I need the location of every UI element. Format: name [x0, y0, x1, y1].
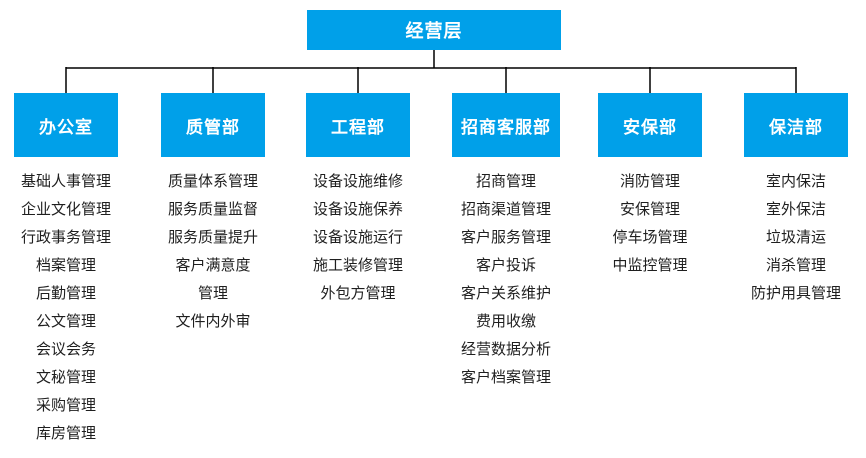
org-node-cleaning: 保洁部 [744, 93, 848, 157]
duty-item: 行政事务管理 [20, 229, 111, 246]
org-node-engineering-label: 工程部 [331, 117, 385, 137]
duty-item: 客户投诉 [475, 257, 536, 274]
duty-item: 会议会务 [35, 341, 96, 358]
duty-item: 费用收缴 [475, 313, 536, 330]
duty-item: 文秘管理 [35, 369, 96, 386]
duty-item: 管理 [197, 285, 228, 302]
duty-item: 室内保洁 [765, 173, 826, 190]
duty-list-engineering: 设备设施维修设备设施保养设备设施运行施工装修管理外包方管理 [283, 168, 433, 308]
org-node-security: 安保部 [598, 93, 702, 157]
duty-item: 安保管理 [619, 201, 680, 218]
duty-item: 企业文化管理 [20, 201, 111, 218]
duty-item: 客户档案管理 [460, 369, 551, 386]
dept-column-engineering: 工程部 设备设施维修设备设施保养设备设施运行施工装修管理外包方管理 [283, 0, 433, 458]
org-node-root: 经营层 [307, 10, 561, 50]
duty-item: 招商渠道管理 [460, 201, 551, 218]
duty-item: 公文管理 [35, 313, 96, 330]
duty-list-leasing-service: 招商管理招商渠道管理客户服务管理客户投诉客户关系维护费用收缴经营数据分析客户档案… [431, 168, 581, 392]
org-node-quality: 质管部 [161, 93, 265, 157]
duty-item: 施工装修管理 [312, 257, 403, 274]
duty-item: 基础人事管理 [20, 173, 111, 190]
duty-item: 经营数据分析 [460, 341, 551, 358]
dept-column-security: 安保部 消防管理安保管理停车场管理中监控管理 [575, 0, 725, 458]
org-node-leasing-service-label: 招商客服部 [461, 117, 551, 137]
org-node-security-label: 安保部 [623, 117, 677, 137]
duty-item: 招商管理 [475, 173, 536, 190]
org-node-office: 办公室 [14, 93, 118, 157]
duty-item: 防护用具管理 [750, 285, 841, 302]
duty-list-office: 基础人事管理企业文化管理行政事务管理档案管理后勤管理公文管理会议会务文秘管理采购… [0, 168, 141, 448]
duty-list-cleaning: 室内保洁室外保洁垃圾清运消杀管理防护用具管理 [721, 168, 866, 308]
duty-item: 采购管理 [35, 397, 96, 414]
duty-item: 消杀管理 [765, 257, 826, 274]
duty-item: 客户关系维护 [460, 285, 551, 302]
duty-item: 后勤管理 [35, 285, 96, 302]
duty-item: 客户服务管理 [460, 229, 551, 246]
duty-list-quality: 质量体系管理服务质量监督服务质量提升客户满意度管理文件内外审 [138, 168, 288, 336]
duty-item: 文件内外审 [175, 313, 251, 330]
duty-item: 外包方管理 [320, 285, 396, 302]
org-node-engineering: 工程部 [306, 93, 410, 157]
dept-column-cleaning: 保洁部 室内保洁室外保洁垃圾清运消杀管理防护用具管理 [721, 0, 866, 458]
duty-item: 库房管理 [35, 425, 96, 442]
duty-list-security: 消防管理安保管理停车场管理中监控管理 [575, 168, 725, 280]
dept-column-quality: 质管部 质量体系管理服务质量监督服务质量提升客户满意度管理文件内外审 [138, 0, 288, 458]
duty-item: 中监控管理 [612, 257, 688, 274]
duty-item: 质量体系管理 [167, 173, 258, 190]
org-node-root-label: 经营层 [405, 21, 463, 41]
org-node-quality-label: 质管部 [186, 117, 240, 137]
duty-item: 垃圾清运 [765, 229, 826, 246]
dept-column-office: 办公室 基础人事管理企业文化管理行政事务管理档案管理后勤管理公文管理会议会务文秘… [0, 0, 141, 458]
duty-item: 设备设施运行 [312, 229, 403, 246]
dept-column-leasing-service: 招商客服部 招商管理招商渠道管理客户服务管理客户投诉客户关系维护费用收缴经营数据… [431, 0, 581, 458]
duty-item: 服务质量监督 [167, 201, 258, 218]
org-node-office-label: 办公室 [39, 117, 93, 137]
duty-item: 停车场管理 [612, 229, 688, 246]
duty-item: 客户满意度 [175, 257, 251, 274]
org-node-cleaning-label: 保洁部 [769, 117, 823, 137]
duty-item: 服务质量提升 [167, 229, 258, 246]
duty-item: 室外保洁 [765, 201, 826, 218]
org-node-leasing-service: 招商客服部 [452, 93, 560, 157]
duty-item: 设备设施保养 [312, 201, 403, 218]
duty-item: 设备设施维修 [312, 173, 403, 190]
duty-item: 档案管理 [35, 257, 96, 274]
duty-item: 消防管理 [619, 173, 680, 190]
